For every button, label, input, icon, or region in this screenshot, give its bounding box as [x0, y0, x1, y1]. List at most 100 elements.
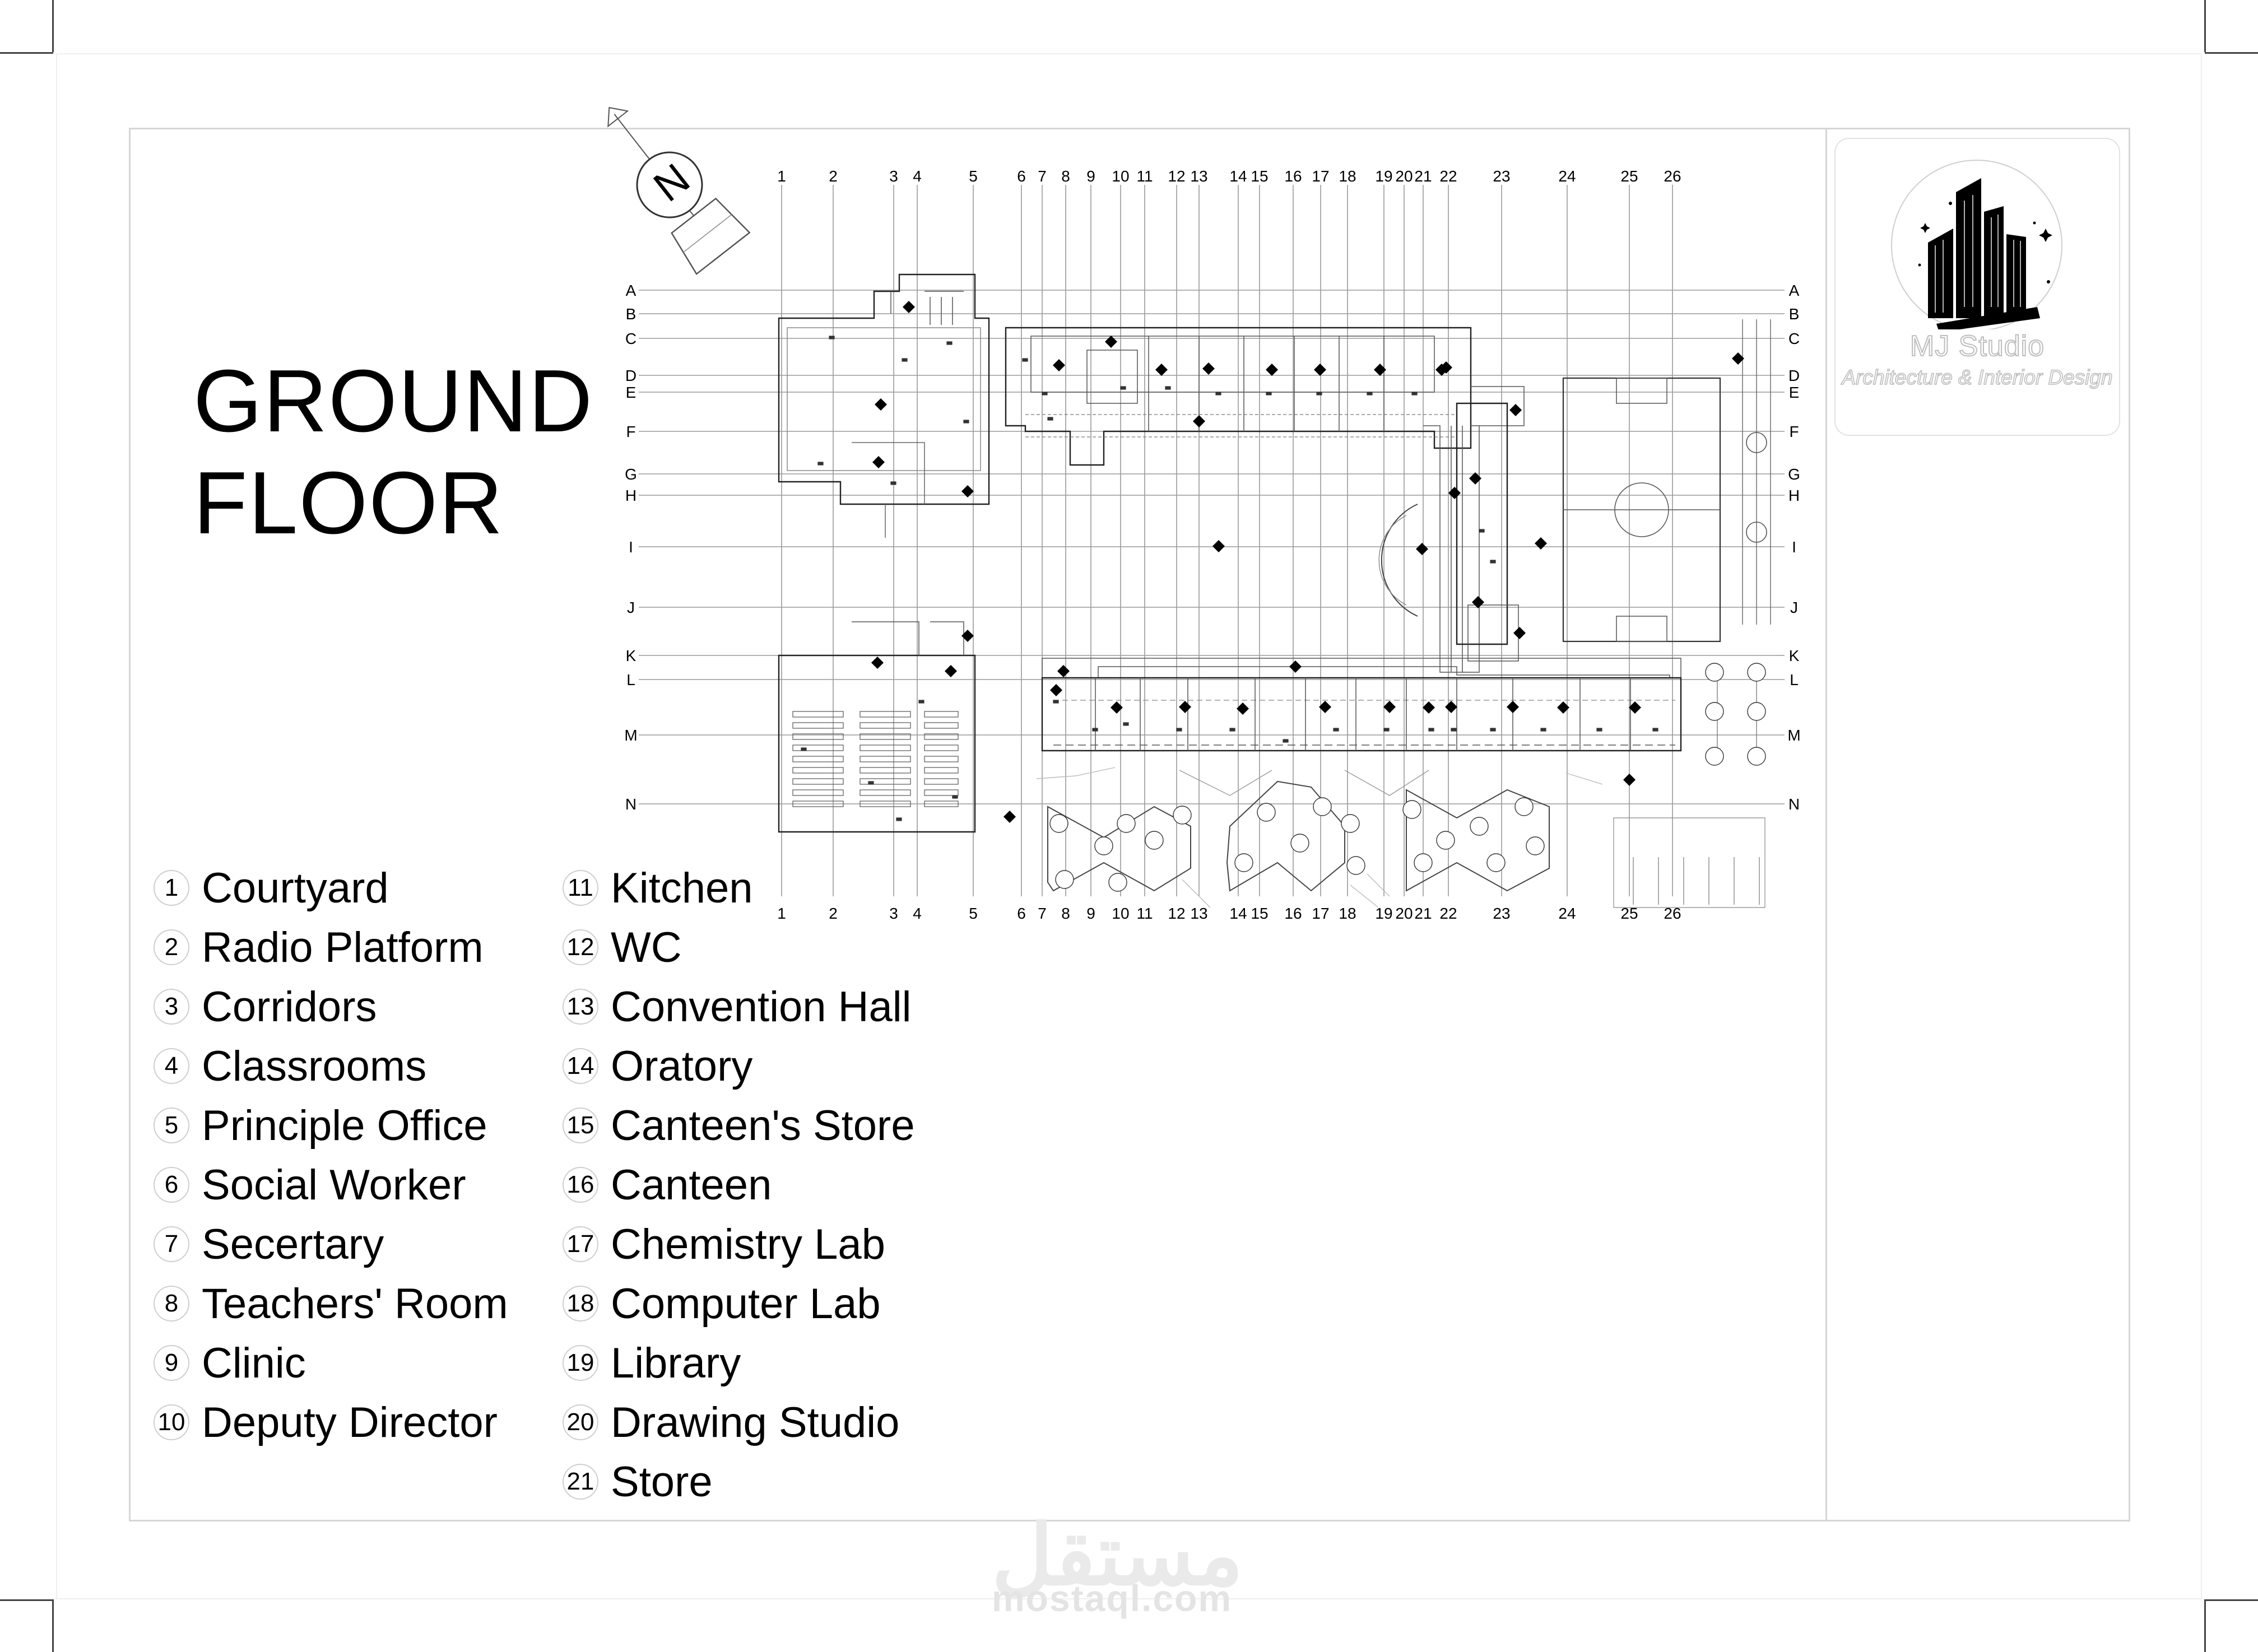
tree-symbol — [1402, 800, 1421, 819]
skyline-logo-icon — [1891, 160, 2062, 329]
seat-row — [924, 722, 959, 729]
seat-row — [924, 778, 959, 785]
grid-column-label: 6 — [1017, 167, 1026, 185]
level-marker — [1202, 362, 1215, 375]
annotation-tick — [1047, 417, 1053, 421]
annotation-tick — [817, 462, 824, 466]
annotation-tick — [1540, 728, 1546, 732]
annotation-tick — [801, 747, 807, 751]
annotation-tick — [1451, 728, 1457, 732]
annotation-tick — [1053, 700, 1059, 704]
grid-column-label: 14 — [1229, 167, 1247, 185]
seat-row — [924, 789, 959, 796]
legend-number: 9 — [154, 1345, 189, 1381]
hall-seating — [792, 711, 959, 807]
grid-column-label: 3 — [889, 905, 898, 922]
crop-mark — [2205, 1599, 2258, 1601]
annotation-tick — [1316, 392, 1322, 395]
watermark-arabic: مستقل — [992, 1508, 1243, 1602]
grid-row-label: E — [1789, 384, 1800, 401]
annotation-tick — [1022, 358, 1028, 362]
grid-row-label: N — [625, 795, 636, 813]
level-marker — [1472, 596, 1484, 608]
legend-label: Library — [611, 1339, 741, 1387]
tree-symbol — [1486, 853, 1506, 872]
annotation-tick — [1042, 392, 1048, 395]
annotation-tick — [1229, 728, 1235, 732]
level-marker — [875, 398, 887, 411]
studio-name: MJ Studio — [1909, 329, 2045, 363]
grid-row-label: F — [626, 423, 635, 440]
grid-row-label: I — [629, 538, 633, 556]
level-marker — [1212, 540, 1225, 552]
annotation-tick — [1176, 728, 1182, 732]
annotation-tick — [1215, 392, 1221, 395]
annotation-tick — [918, 700, 924, 704]
seat-row — [924, 767, 959, 774]
grid-column-label: 13 — [1190, 905, 1207, 922]
grid-column-label: 23 — [1493, 167, 1510, 185]
annotation-tick — [1283, 739, 1289, 743]
grid-row-label: F — [1789, 423, 1799, 440]
level-marker — [1053, 359, 1065, 371]
legend-label: WC — [611, 923, 682, 971]
level-marker — [871, 657, 884, 669]
legend-label: Clinic — [202, 1339, 306, 1387]
grid-column-label: 17 — [1312, 905, 1329, 922]
grid-row-label: J — [627, 599, 635, 616]
grid-column-label: 15 — [1251, 905, 1268, 922]
seat-row — [792, 801, 844, 807]
seat-row — [859, 711, 911, 718]
grid-row-label: A — [1789, 282, 1800, 299]
legend-label: Corridors — [202, 983, 377, 1031]
title-block-divider — [1825, 128, 1827, 1521]
legend-number: 5 — [154, 1107, 189, 1143]
seat-row — [792, 756, 844, 762]
legend-label: Oratory — [611, 1042, 753, 1090]
level-marker — [1237, 702, 1249, 715]
tree-symbol — [1055, 870, 1074, 889]
seat-row — [859, 756, 911, 762]
tree-symbol — [1173, 806, 1192, 825]
annotation-tick — [1266, 392, 1272, 395]
legend-label: Drawing Studio — [611, 1398, 900, 1446]
grid-column-label: 12 — [1168, 167, 1185, 185]
level-marker — [1416, 543, 1428, 555]
legend-number: 17 — [563, 1226, 598, 1262]
crop-mark — [0, 1599, 53, 1601]
tree-symbol — [1145, 831, 1164, 850]
level-marker — [1623, 774, 1636, 786]
legend-label: Chemistry Lab — [611, 1220, 885, 1268]
level-marker — [1535, 537, 1547, 550]
grid-column-label: 8 — [1061, 167, 1070, 185]
seat-row — [792, 789, 844, 796]
crop-mark — [52, 1599, 54, 1652]
tree-symbol — [1436, 831, 1455, 850]
legend-item: 9 Clinic — [154, 1333, 508, 1393]
crop-mark — [2204, 0, 2206, 52]
legend-number: 18 — [563, 1286, 598, 1321]
grid-row-label: C — [1788, 330, 1800, 347]
grid-column-label: 1 — [777, 905, 786, 922]
watermark-latin: mostaql.com — [992, 1577, 1233, 1619]
tree-symbol — [1514, 797, 1534, 816]
legend-label: Principle Office — [202, 1101, 487, 1150]
legend-item: 17 Chemistry Lab — [563, 1214, 915, 1274]
legend-label: Secertary — [202, 1220, 384, 1268]
level-marker — [1445, 701, 1457, 713]
grid-column-label: 7 — [1038, 905, 1047, 922]
grid-row-label: L — [626, 671, 635, 688]
seat-row — [859, 722, 911, 729]
grid-column-label: 17 — [1312, 167, 1329, 185]
level-marker — [1507, 701, 1519, 713]
seat-row — [859, 733, 911, 740]
legend-label: Classrooms — [202, 1042, 427, 1090]
